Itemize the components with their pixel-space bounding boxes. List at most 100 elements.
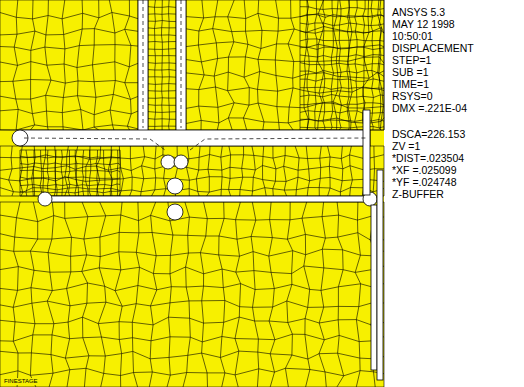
mesh-line xyxy=(251,202,259,387)
mesh-line xyxy=(285,202,292,387)
mesh-line xyxy=(0,80,138,84)
mesh-line xyxy=(20,150,21,196)
mesh-line xyxy=(163,146,166,196)
mesh-line xyxy=(130,146,133,196)
mesh-line xyxy=(0,155,384,160)
mesh-line xyxy=(13,202,20,387)
dashed-line xyxy=(143,0,181,128)
mesh-line xyxy=(32,146,36,196)
mesh-line xyxy=(235,202,241,387)
mesh-line xyxy=(258,0,265,130)
mesh-line xyxy=(221,146,223,196)
mesh-line xyxy=(0,62,138,68)
mesh-line xyxy=(273,146,276,196)
deformed-outline xyxy=(24,0,366,150)
plot-info-label: STEP=1 xyxy=(392,54,431,66)
mesh-line xyxy=(331,0,334,130)
hole xyxy=(161,155,175,169)
mesh-line xyxy=(65,202,72,387)
mesh-line xyxy=(0,94,138,99)
mesh-line xyxy=(300,103,384,105)
mesh-line xyxy=(0,0,138,1)
plot-info-label: Z-BUFFER xyxy=(392,188,444,200)
plot-info-label: DISPLACEMENT xyxy=(392,42,474,54)
mesh-line xyxy=(82,150,83,196)
mesh-line xyxy=(337,202,344,387)
horizontal-gap xyxy=(45,196,371,202)
mesh-line xyxy=(263,146,267,196)
mesh-line xyxy=(0,146,1,196)
mesh-line xyxy=(300,111,384,113)
mesh-line xyxy=(213,0,219,130)
mesh-line xyxy=(186,0,384,1)
mesh-region xyxy=(0,0,384,387)
mesh-line xyxy=(167,202,173,387)
mesh-line xyxy=(269,202,275,387)
gap-end xyxy=(38,192,52,206)
mesh-line xyxy=(300,71,384,74)
mesh-line xyxy=(149,202,157,387)
mesh-line xyxy=(295,146,299,196)
mesh-line xyxy=(0,125,138,130)
plot-info-label: *XF =.025099 xyxy=(392,164,457,176)
mesh-line xyxy=(240,146,244,196)
mesh-line xyxy=(186,42,384,49)
mesh-line xyxy=(0,177,384,182)
mesh-line xyxy=(186,72,384,79)
mesh-line xyxy=(186,57,384,63)
mesh-line xyxy=(0,283,384,291)
mesh-line xyxy=(307,0,310,130)
dashed-line xyxy=(24,138,366,150)
plot-info-label: 10:50:01 xyxy=(392,30,433,42)
mesh-line xyxy=(0,334,384,342)
mesh-line xyxy=(117,150,119,196)
mesh-line xyxy=(243,0,249,130)
mesh-line xyxy=(300,55,384,58)
mesh-line xyxy=(9,146,14,196)
mesh-line xyxy=(0,266,384,274)
mesh-line xyxy=(300,31,384,33)
mesh-line xyxy=(378,0,384,130)
mesh-line xyxy=(302,202,310,387)
mesh-line xyxy=(20,156,120,158)
plot-info-label: DSCA=226.153 xyxy=(392,128,465,140)
mesh-line xyxy=(148,34,176,36)
mesh-line xyxy=(0,45,138,51)
mesh-line xyxy=(355,202,360,387)
mesh-line xyxy=(0,249,384,256)
mesh-line xyxy=(161,0,163,130)
mesh-line xyxy=(75,150,77,196)
mesh-line xyxy=(0,188,384,193)
mesh-line xyxy=(384,202,385,387)
mesh-line xyxy=(13,0,18,130)
mesh-line xyxy=(300,63,384,66)
vertical-slot xyxy=(377,170,383,380)
mesh-line xyxy=(300,39,384,41)
mesh-line xyxy=(315,0,318,130)
mesh-line xyxy=(186,27,384,34)
plot-info-label: MAY 12 1998 xyxy=(392,18,455,30)
mesh-line xyxy=(198,0,204,130)
mesh-line xyxy=(372,146,375,196)
plot-info-label: *DIST=.023504 xyxy=(392,152,464,164)
plot-info-label: ZV =1 xyxy=(392,140,420,152)
mesh-line xyxy=(183,202,190,387)
mesh-line xyxy=(300,87,384,89)
plot-info-label: ANSYS 5.3 xyxy=(392,6,445,18)
mesh-line xyxy=(304,0,309,130)
mesh-line xyxy=(103,150,105,196)
mesh-line xyxy=(115,202,122,387)
mesh-lines xyxy=(0,0,384,387)
mesh-line xyxy=(82,202,89,387)
mesh-line xyxy=(43,146,46,196)
mesh-line xyxy=(339,0,341,130)
mesh-line xyxy=(20,163,120,165)
mesh-line xyxy=(0,301,384,308)
mesh-line xyxy=(40,150,42,196)
mesh-line xyxy=(0,0,1,130)
hole xyxy=(167,204,183,220)
mesh-line xyxy=(384,146,385,196)
mesh-line xyxy=(125,0,132,130)
mesh-line xyxy=(300,47,384,50)
mesh-line xyxy=(300,79,384,82)
